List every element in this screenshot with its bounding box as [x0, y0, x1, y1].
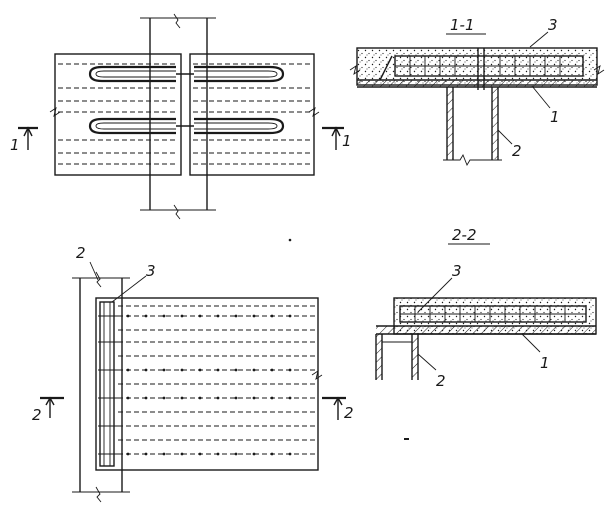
- section-mark-2-label-left: 2: [32, 406, 42, 424]
- slab-section-2-2: [376, 297, 597, 335]
- column-section-1-1: [443, 87, 502, 167]
- section-view-2-2: 2-2: [375, 226, 597, 390]
- wall-section-2-2: [375, 334, 419, 380]
- callout-2-section-1-1: 2: [512, 142, 522, 160]
- slab-panel-right: [189, 53, 315, 176]
- section-mark-2-right: 2: [322, 396, 354, 422]
- callout-1-section-1-1: 1: [550, 108, 560, 126]
- plan-view-2: 2 3 2 2: [32, 244, 354, 503]
- wall-strip: [72, 271, 130, 503]
- rebar-cage-ties-1-1: [409, 48, 561, 90]
- section-view-1-1: 1-1: [349, 16, 605, 167]
- plan-view-1: 1 1: [10, 13, 352, 220]
- rebar-dots-row-3: [126, 396, 292, 400]
- rebar-dots-row-2: [126, 368, 292, 372]
- callout-3-section-2-2: 3: [452, 262, 462, 280]
- slab-panel-left: [54, 53, 182, 176]
- rebar-cage-ties-2-2: [414, 306, 566, 322]
- slab-panel-plan-2: [95, 297, 323, 471]
- callout-3-plan-2: 3: [146, 262, 156, 280]
- rebar-dots-row-4: [126, 452, 292, 456]
- column-strip: [140, 13, 216, 220]
- rebar-dots-row-1: [126, 314, 292, 318]
- rebar-loops: [88, 65, 285, 135]
- section-mark-1-right: 1: [322, 126, 352, 150]
- section-mark-1-left: 1: [10, 126, 38, 154]
- callout-2-plan-2: 2: [76, 244, 86, 262]
- section-mark-1-label-right: 1: [342, 132, 352, 150]
- section-mark-2-label-right: 2: [344, 404, 354, 422]
- section-title-2-2: 2-2: [452, 226, 477, 244]
- slab-section-1-1: [349, 47, 605, 90]
- section-mark-1-label-left: 1: [10, 136, 20, 154]
- section-mark-2-left: 2: [32, 396, 64, 424]
- callout-3-section-1-1: 3: [548, 16, 558, 34]
- callout-2-section-2-2: 2: [436, 372, 446, 390]
- callout-1-section-2-2: 1: [540, 354, 550, 372]
- section-title-1-1: 1-1: [450, 16, 475, 34]
